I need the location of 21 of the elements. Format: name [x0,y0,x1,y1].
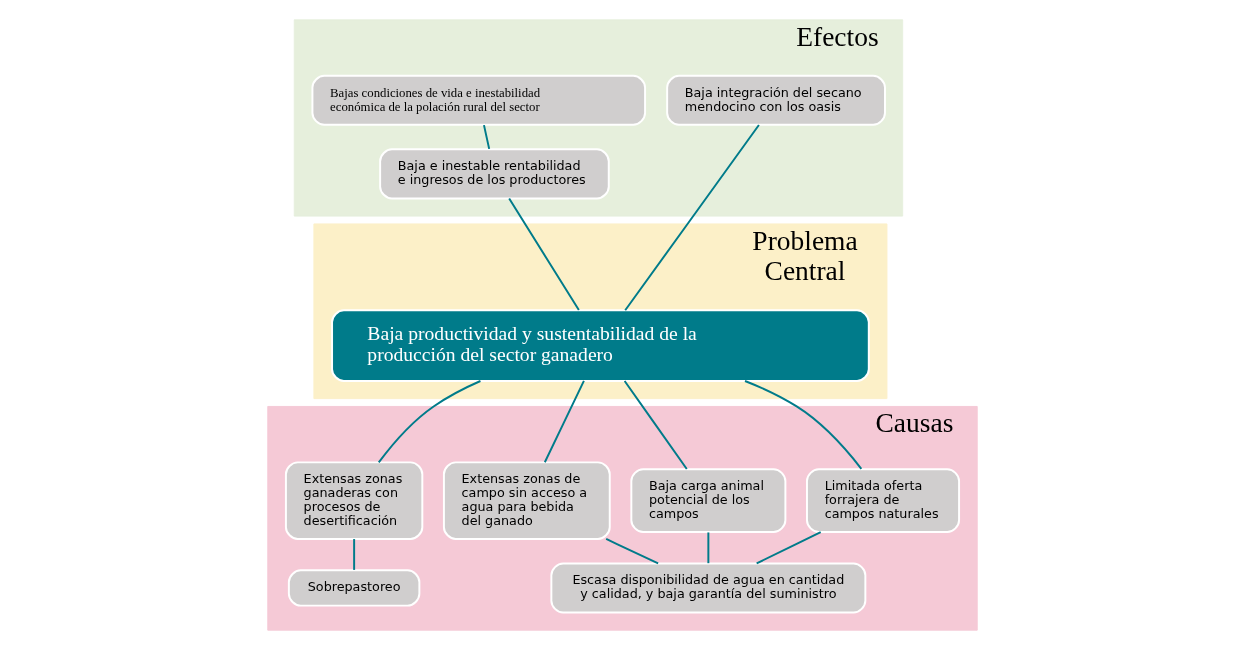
node-box: Bajas condiciones de vida e inestabilidad económica de la polación rural del sector [310,74,646,126]
connector [604,537,659,565]
connector [706,531,709,565]
node-box: Limitada oferta forrajera de campos naturales [805,468,960,534]
node-box: Sobrepastoreo [287,569,420,607]
connector [743,380,862,470]
node-box: Baja integración del secano mendocino con los oasis [665,74,886,126]
connector [377,380,481,464]
connector [352,538,355,571]
connector [507,197,580,312]
node-box: Baja carga animal potencial de los campos [629,468,786,534]
node-box: Extensas zonas de campo sin acceso a agua para bebida del ganado [442,461,611,540]
node-box: Extensas zonas ganaderas con procesos de desertificación [284,461,423,540]
connector [755,531,822,565]
connector [623,124,760,312]
node-box: Baja productividad y sustentabilidad de la producción del sector ganadero [330,309,870,382]
node-box: Escasa disponibilidad de agua en cantidad y calidad, y baja garantía del suministro [549,562,866,614]
connector [482,124,490,150]
node-box: Baja e inestable rentabilidad e ingresos de los productores [378,148,610,200]
connector [543,379,585,464]
connector [623,379,688,471]
